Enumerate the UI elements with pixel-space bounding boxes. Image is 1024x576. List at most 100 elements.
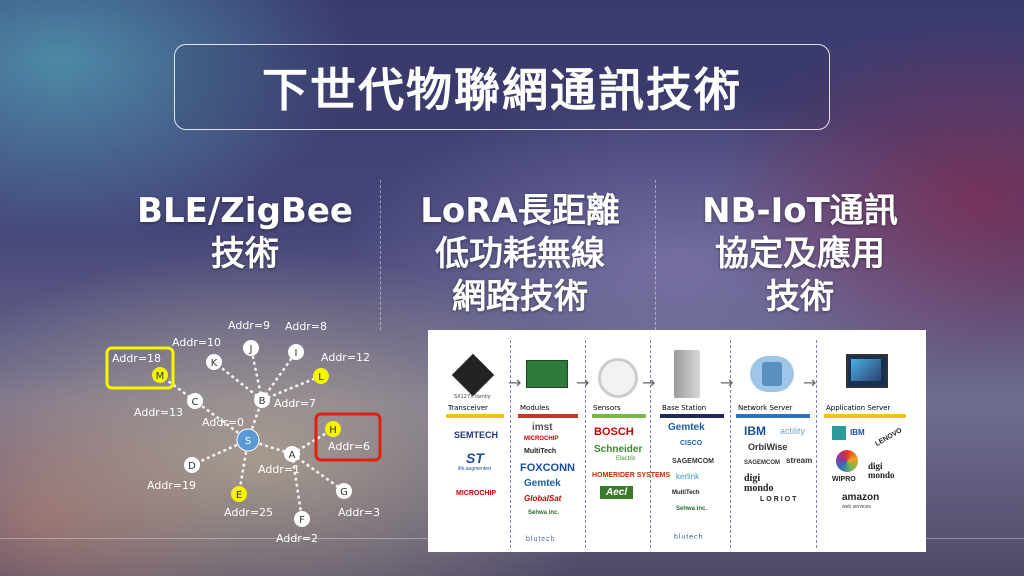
svg-text:S: S <box>245 436 251 447</box>
node-d: D <box>184 457 200 473</box>
footer-divider <box>0 538 1024 539</box>
node-e: E <box>231 486 247 502</box>
addr-label: Addr=19 <box>147 479 196 492</box>
stage-divider <box>585 340 586 548</box>
stage-label-base-station: Base Station <box>662 404 707 412</box>
addr-label: Addr=12 <box>321 351 370 364</box>
column-title-nbiot: NB-IoT通訊 協定及應用 技術 <box>702 191 898 317</box>
addr-label: Addr=10 <box>172 336 221 349</box>
module-board-icon <box>526 360 568 388</box>
stage-label-application-server: Application Server <box>826 404 891 412</box>
logo-microchip-modules: MICROCHIP <box>524 436 559 442</box>
logo-globalsat: GlobalSat <box>524 494 562 503</box>
node-b: B <box>254 392 270 408</box>
chip-caption: SX127X family <box>454 394 491 400</box>
logo-st-subtitle: life.augmented <box>458 466 491 472</box>
stage-bar <box>736 414 810 418</box>
arrow-icon: → <box>720 373 734 392</box>
addr-label: Addr=0 <box>202 416 244 429</box>
logo-blutech: blutech <box>526 536 556 543</box>
svg-text:I: I <box>295 348 298 359</box>
logo-multitech: MultiTech <box>524 448 557 455</box>
highlight-box-h <box>314 412 382 462</box>
application-monitor-icon <box>846 354 888 388</box>
node-g: G <box>336 483 352 499</box>
logo-digimondo-app: digi mondo <box>868 461 895 480</box>
stage-label-network-server: Network Server <box>738 404 793 412</box>
svg-text:E: E <box>236 490 242 501</box>
addr-label: Addr=1 <box>258 463 300 476</box>
stage-divider <box>816 340 817 548</box>
logo-wipro: WIPRO <box>832 476 856 483</box>
arrow-icon: → <box>642 373 656 392</box>
stage-bar <box>446 414 504 418</box>
logo-sehwa: Sehwa inc. <box>528 510 560 516</box>
logo-stream: stream <box>786 456 813 465</box>
logo-homerider: HOMERIDER SYSTEMS <box>592 472 671 479</box>
logo-schneider-subtitle: Electric <box>616 456 636 462</box>
logo-actility: actility <box>780 426 806 436</box>
addr-label: Addr=7 <box>274 397 316 410</box>
svg-text:H: H <box>329 425 337 436</box>
sensor-device-icon <box>598 358 638 398</box>
svg-text:C: C <box>192 397 199 408</box>
logo-loriot: LORIOT <box>760 496 799 503</box>
logo-sagemcom-network: SAGEMCOM <box>744 460 780 466</box>
svg-text:F: F <box>299 515 305 526</box>
addr-label: Addr=13 <box>134 406 183 419</box>
logo-cisco: CISCO <box>680 440 703 447</box>
arrow-icon: → <box>576 373 590 392</box>
column-title-lora: LoRA長距離 低功耗無線 網路技術 <box>420 191 620 317</box>
stage-bar <box>592 414 646 418</box>
addr-label: Addr=18 <box>112 352 161 365</box>
logo-kerlink: kerlink <box>676 472 700 481</box>
column-divider <box>655 180 656 330</box>
stage-divider <box>730 340 731 548</box>
logo-gemtek-base: Gemtek <box>668 422 705 433</box>
lora-ecosystem-panel: → → → → → SX127X family Transceiver Modu… <box>428 330 926 552</box>
logo-semtech: SEMTECH <box>454 430 499 440</box>
logo-microchip: MICROCHIP <box>456 490 497 497</box>
logo-digimondo: digi mondo <box>744 473 774 494</box>
logo-imst: imst <box>532 422 553 433</box>
logo-multitech-base: MultiTech <box>672 490 700 496</box>
logo-blutech-base: blutech <box>674 534 704 541</box>
node-s: S <box>236 428 260 452</box>
addr-label: Addr=3 <box>338 506 380 519</box>
svg-text:J: J <box>249 344 253 355</box>
logo-sagemcom: SAGEMCOM <box>672 458 714 465</box>
svg-text:B: B <box>259 396 266 407</box>
node-k: K <box>206 354 222 370</box>
node-j: J <box>243 340 259 356</box>
arrow-icon: → <box>803 373 817 392</box>
highlight-box-m <box>105 346 175 390</box>
logo-ibm-app: IBM <box>850 428 865 437</box>
logo-ibm: IBM <box>744 424 766 438</box>
stage-label-transceiver: Transceiver <box>448 404 488 412</box>
stage-divider <box>510 340 511 548</box>
node-f: F <box>294 511 310 527</box>
logo-amazon-subtitle: web services <box>842 504 871 510</box>
logo-schneider: Schneider <box>594 444 643 455</box>
node-l: L <box>313 368 329 384</box>
column-divider <box>380 180 381 330</box>
title-box: 下世代物聯網通訊技術 <box>174 44 830 130</box>
logo-st: ST <box>466 450 484 466</box>
svg-text:A: A <box>289 450 296 461</box>
logo-sehwa-base: Sehwa inc. <box>676 506 708 512</box>
wipro-flower-icon <box>836 450 858 472</box>
svg-text:M: M <box>156 371 165 382</box>
addr-label: Addr=6 <box>328 440 370 453</box>
logo-aecl: Aecl <box>600 486 634 499</box>
node-i: I <box>288 344 304 360</box>
stage-bar <box>518 414 578 418</box>
svg-text:L: L <box>318 372 324 383</box>
stage-label-modules: Modules <box>520 404 550 412</box>
logo-gemtek: Gemtek <box>524 478 561 489</box>
logo-orbiwise: OrbiWise <box>748 442 788 452</box>
column-title-ble: BLE/ZigBee 技術 <box>137 191 353 274</box>
node-a: A <box>284 446 300 462</box>
arrow-icon: → <box>508 373 522 392</box>
addr-label: Addr=9 <box>228 319 270 332</box>
app-logo-mark <box>832 426 846 440</box>
